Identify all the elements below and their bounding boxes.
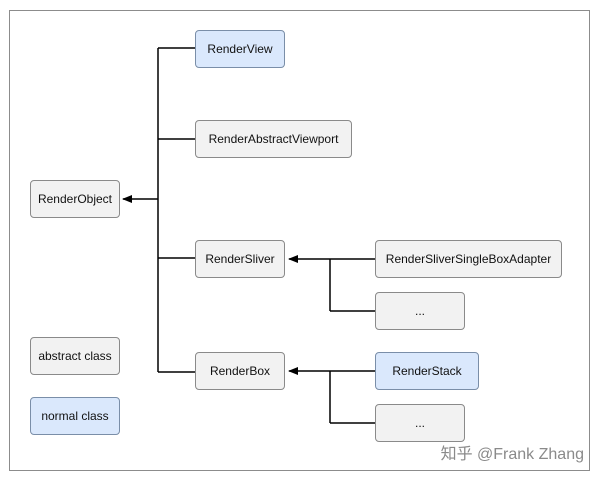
render-stack-node: RenderStack [375, 352, 479, 390]
box-ellipsis-node: ... [375, 404, 465, 442]
sliver-ellipsis-node: ... [375, 292, 465, 330]
diagram-frame [9, 10, 590, 471]
render-box-node: RenderBox [195, 352, 285, 390]
render-abstract-viewport-node: RenderAbstractViewport [195, 120, 352, 158]
render-sliver-node: RenderSliver [195, 240, 285, 278]
watermark: 知乎 @Frank Zhang [440, 446, 584, 463]
render-box-connector [288, 367, 375, 424]
render-object-connector [122, 47, 195, 373]
legend-normal-class: normal class [30, 397, 120, 435]
legend-abstract-class: abstract class [30, 337, 120, 375]
render-view-node: RenderView [195, 30, 285, 68]
render-object-node: RenderObject [30, 180, 120, 218]
render-sliver-connector [288, 255, 375, 312]
render-sliver-single-box-adapter-node: RenderSliverSingleBoxAdapter [375, 240, 562, 278]
